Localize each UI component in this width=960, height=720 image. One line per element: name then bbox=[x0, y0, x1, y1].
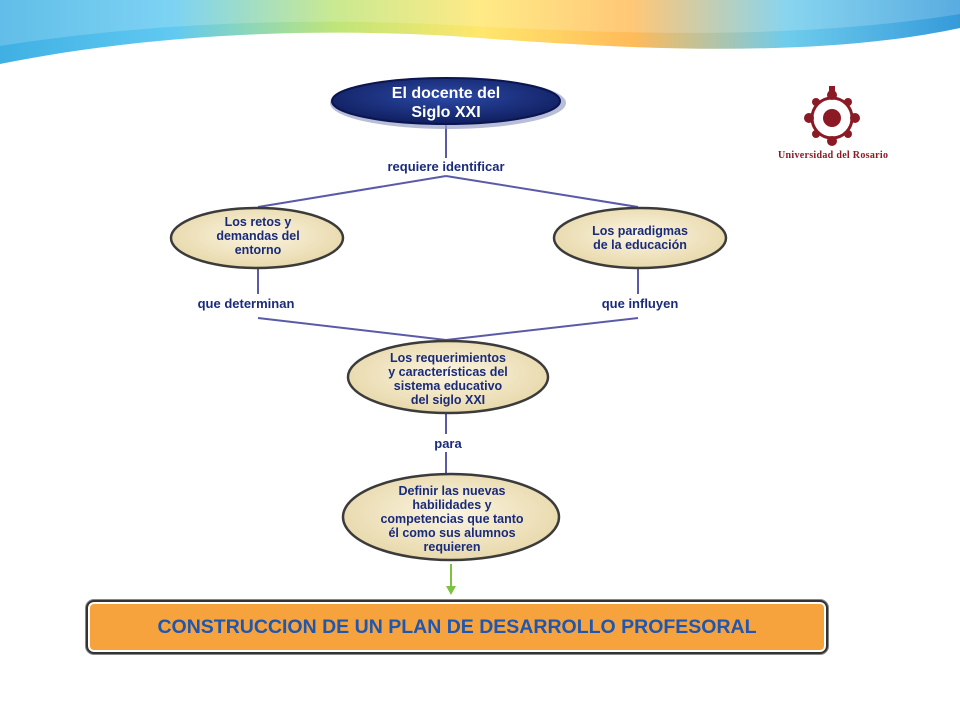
connector-to-right bbox=[445, 175, 639, 208]
banner-text: CONSTRUCCION DE UN PLAN DE DESARROLLO PR… bbox=[157, 615, 757, 638]
node-right-line-1: Los paradigmas bbox=[592, 224, 688, 238]
node-left-line-1: Los retos y bbox=[225, 215, 292, 229]
connectors bbox=[257, 125, 639, 474]
node-middle-line-3: sistema educativo bbox=[394, 379, 503, 393]
connector-left-to-middle bbox=[257, 317, 447, 341]
node-right: Los paradigmas de la educación bbox=[552, 206, 728, 270]
node-middle-line-2: y características del bbox=[388, 365, 508, 379]
link-label-requires: requiere identificar bbox=[387, 159, 504, 174]
node-right-line-2: de la educación bbox=[593, 238, 687, 252]
node-left-line-3: entorno bbox=[235, 243, 282, 257]
node-bottom-line-5: requieren bbox=[424, 540, 481, 554]
connector-right-to-middle bbox=[445, 317, 639, 341]
node-left: Los retos y demandas del entorno bbox=[169, 206, 345, 270]
node-bottom-line-4: él como sus alumnos bbox=[388, 526, 515, 540]
header-decoration bbox=[0, 0, 960, 64]
node-middle: Los requerimientos y características del… bbox=[346, 339, 550, 415]
down-arrow-icon bbox=[446, 564, 456, 595]
node-bottom-line-3: competencias que tanto bbox=[380, 512, 523, 526]
node-bottom-line-1: Definir las nuevas bbox=[399, 484, 506, 498]
link-label-right: que influyen bbox=[602, 296, 679, 311]
link-label-left: que determinan bbox=[198, 296, 295, 311]
node-middle-line-1: Los requerimientos bbox=[390, 351, 506, 365]
node-root-line-2: Siglo XXI bbox=[411, 104, 480, 121]
node-bottom-line-2: habilidades y bbox=[412, 498, 491, 512]
link-label-for: para bbox=[434, 436, 462, 451]
node-middle-line-4: del siglo XXI bbox=[411, 393, 485, 407]
connector-to-left bbox=[257, 175, 447, 208]
node-bottom: Definir las nuevas habilidades y compete… bbox=[341, 472, 561, 562]
node-root-line-1: El docente del bbox=[392, 85, 500, 102]
plan-banner: CONSTRUCCION DE UN PLAN DE DESARROLLO PR… bbox=[86, 600, 828, 654]
node-left-line-2: demandas del bbox=[216, 229, 299, 243]
node-root: El docente del Siglo XXI bbox=[330, 77, 566, 129]
university-logo-text: Universidad del Rosario bbox=[778, 150, 889, 161]
university-crest-icon bbox=[804, 86, 860, 146]
